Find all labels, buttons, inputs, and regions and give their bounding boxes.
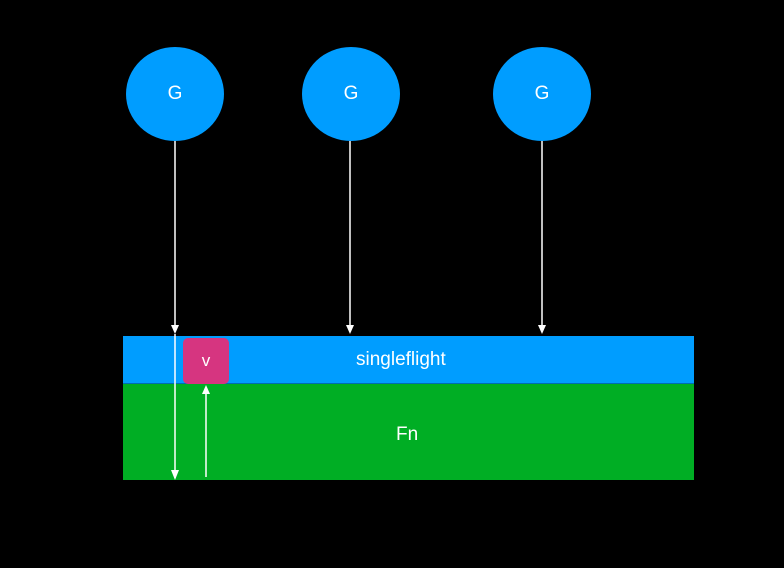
goroutine-label-2: G <box>343 83 359 104</box>
goroutine-node-3: G <box>493 47 591 141</box>
goroutine-label-3: G <box>534 83 550 104</box>
fn-label: Fn <box>396 424 419 445</box>
value-box: v <box>183 338 229 384</box>
singleflight-label: singleflight <box>356 349 446 370</box>
goroutine-node-2: G <box>302 47 400 141</box>
arrowhead-g3-singleflight <box>538 325 546 334</box>
goroutine-node-1: G <box>126 47 224 141</box>
goroutine-label-1: G <box>167 83 183 104</box>
fn-band <box>123 384 694 480</box>
arrowhead-g1-singleflight <box>171 325 179 334</box>
value-label: v <box>201 351 211 370</box>
arrowhead-g2-singleflight <box>346 325 354 334</box>
